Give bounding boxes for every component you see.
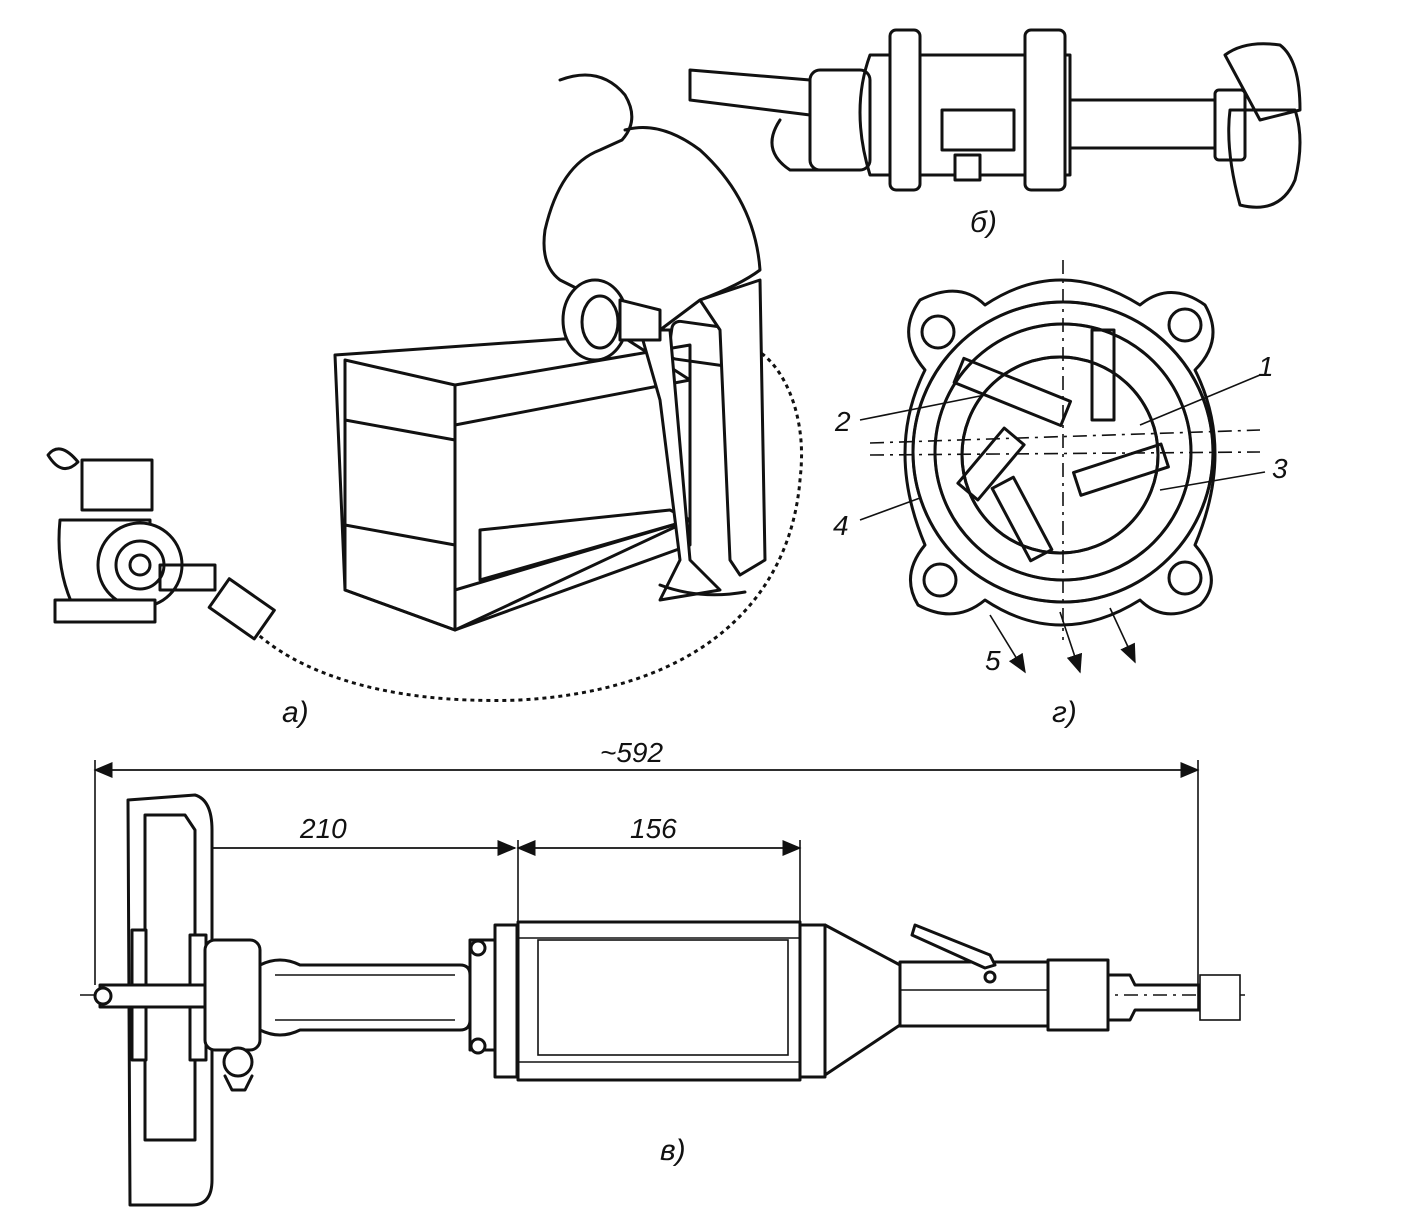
motor-housing: [903, 278, 1217, 627]
subfigure-v-dimensioned-drawing: ~592 210 156: [80, 737, 1245, 1207]
electric-motor: [46, 447, 217, 624]
subfigure-b-pneumatic-grinder: б): [688, 28, 1302, 239]
worker-figure: [542, 73, 767, 602]
dimension-156: 156: [630, 813, 677, 844]
caption-v: в): [660, 1134, 686, 1167]
handheld-grinder: [561, 278, 662, 362]
dimension-210: 210: [299, 813, 347, 844]
callout-4: 4: [833, 510, 849, 541]
callout-5: 5: [985, 645, 1001, 676]
subfigure-g-vane-motor-section: 1 2 3 4 5 г): [833, 260, 1288, 729]
frame-workpiece: [333, 333, 692, 632]
subfigure-a-flexible-shaft-grinder: а): [46, 73, 806, 729]
caption-g: г): [1052, 696, 1077, 729]
dimension-overall: ~592: [600, 737, 663, 768]
caption-b: б): [970, 206, 997, 239]
callout-1: 1: [1258, 351, 1274, 382]
callout-3: 3: [1272, 453, 1288, 484]
callout-2: 2: [834, 406, 851, 437]
caption-a: а): [282, 696, 309, 729]
